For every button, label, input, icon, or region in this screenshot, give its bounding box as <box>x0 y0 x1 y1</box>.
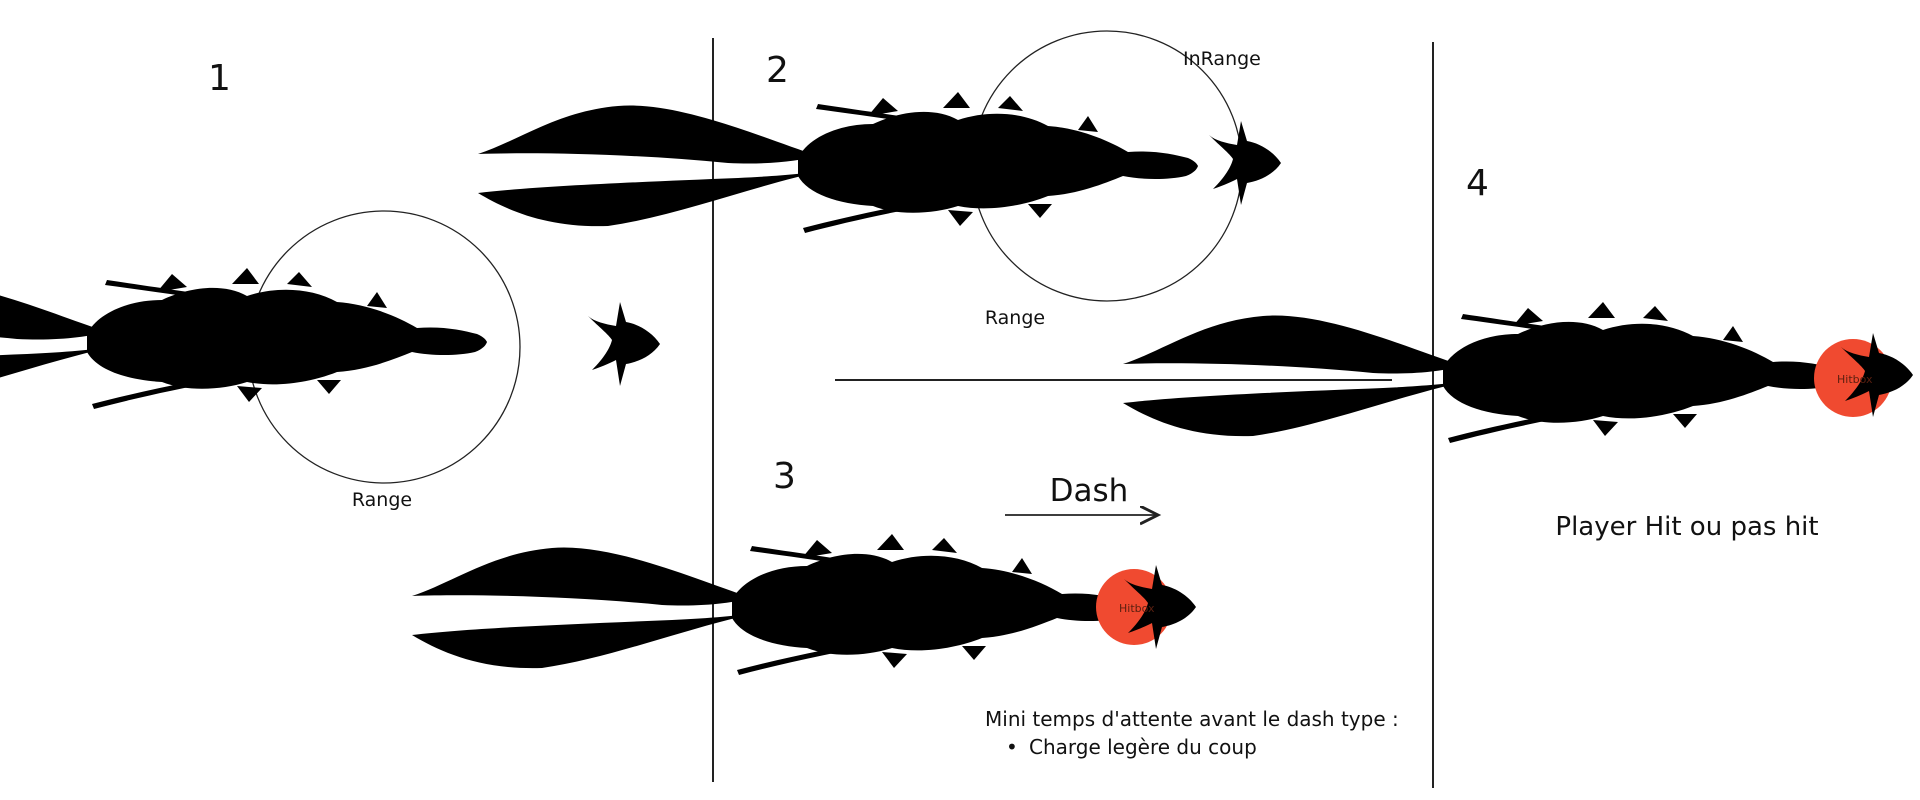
hit-result-label: Player Hit ou pas hit <box>1555 512 1818 542</box>
hitbox-label: Hitbox <box>1119 602 1155 615</box>
range-label: Range <box>985 307 1045 329</box>
hitbox-label: Hitbox <box>1837 373 1873 386</box>
step-number-4: 4 <box>1466 163 1489 204</box>
enemy-silhouette <box>1123 302 1843 443</box>
note-bullet: • <box>1006 735 1018 759</box>
panel-3: 3 Dash Hitbox Mini temps d'attente avant… <box>412 456 1399 759</box>
enemy-silhouette <box>412 534 1132 675</box>
step-number-1: 1 <box>208 58 231 99</box>
dash-note: Mini temps d'attente avant le dash type … <box>985 707 1399 731</box>
panel-2: 2 InRange Range <box>478 30 1281 329</box>
inrange-label: InRange <box>1183 48 1261 70</box>
step-number-3: 3 <box>773 456 796 497</box>
step-number-2: 2 <box>766 50 789 91</box>
panel-4: 4 Hitbox Player Hit ou pas hit <box>1123 163 1913 542</box>
range-label: Range <box>352 489 412 511</box>
enemy-silhouette <box>0 268 487 409</box>
player-silhouette <box>588 302 660 386</box>
player-silhouette <box>1209 121 1281 205</box>
panel-1: 1 Range <box>0 58 660 511</box>
dash-label: Dash <box>1050 473 1129 509</box>
note-bullet-text: Charge legère du coup <box>1029 735 1257 759</box>
enemy-silhouette <box>478 92 1198 233</box>
